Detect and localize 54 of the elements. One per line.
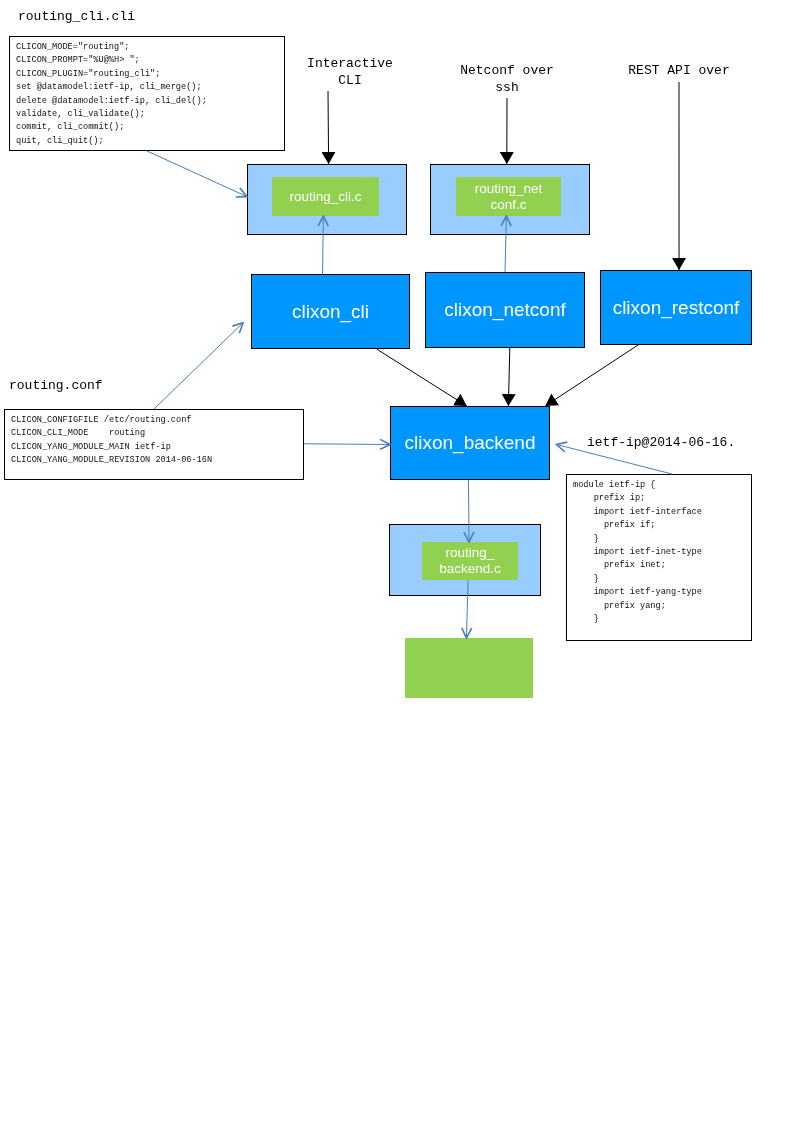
interface-label: REST API over (605, 62, 753, 82)
interface-label: Interactive CLI (295, 55, 405, 91)
code-line: } (592, 572, 599, 586)
code-line: quit, cli_quit(); (16, 134, 104, 148)
arrow (544, 344, 639, 407)
arrow (321, 90, 336, 165)
plugin-container-box (389, 524, 541, 596)
process-box: clixon_cli (251, 274, 410, 349)
code-line: prefix if; (602, 519, 656, 533)
arrow (555, 441, 673, 475)
arrow (501, 347, 516, 407)
code-line: set @datamodel:ietf-ip, cli_merge(); (16, 81, 202, 95)
process-box: clixon_backend (390, 406, 550, 480)
file-name-heading: routing_cli.cli (18, 10, 136, 24)
code-line: prefix yang; (602, 599, 666, 613)
arrow (153, 321, 244, 410)
arrow (460, 579, 473, 639)
code-line: prefix ip; (592, 492, 646, 506)
code-line: delete @datamodel:ietf-ip, cli_del(); (16, 94, 207, 108)
plugin-container-box (247, 164, 407, 235)
code-line: CLICON_CLI_MODE routing (11, 427, 146, 441)
code-line: CLICON_YANG_MODULE_REVISION 2014-06-16N (11, 454, 213, 468)
code-line: module ietf-ip { (573, 479, 656, 492)
arrow (146, 150, 248, 198)
plugin-file-box: routing_ backend.c (422, 542, 518, 580)
code-line: import ietf-yang-type (592, 586, 702, 600)
arrow (672, 81, 687, 271)
routing-daemon-box (405, 638, 533, 698)
code-line: CLICON_PLUGIN="routing_cli"; (16, 67, 161, 81)
code-line: prefix inet; (602, 559, 666, 573)
code-line: import ietf-inet-type (592, 546, 702, 560)
code-line: validate, cli_validate(); (16, 108, 145, 122)
process-box: clixon_netconf (425, 272, 585, 348)
code-line: commit, cli_commit(); (16, 121, 125, 135)
code-line: CLICON_PROMPT="%U@%H> "; (16, 54, 140, 68)
arrow (317, 215, 329, 275)
plugin-container-box (430, 164, 590, 235)
process-box: clixon_restconf (600, 270, 752, 345)
code-line: } (592, 613, 599, 627)
code-line: CLICON_CONFIGFILE /etc/routing.conf (11, 414, 192, 427)
code-line: import ietf-interface (592, 505, 702, 519)
arrow (376, 348, 468, 407)
plugin-file-box: routing_net conf.c (456, 177, 561, 216)
plugin-file-box: routing_cli.c (272, 177, 379, 216)
code-line: CLICON_MODE="routing"; (16, 41, 130, 54)
arrow (499, 97, 514, 165)
arrow (463, 479, 475, 543)
interface-label: Netconf over ssh (452, 62, 562, 98)
code-line: } (592, 532, 599, 546)
file-name-heading: ietf-ip@2014-06-16. (587, 436, 736, 450)
file-name-heading: routing.conf (9, 379, 103, 393)
arrow (303, 438, 391, 451)
arrow (500, 215, 512, 273)
code-line: CLICON_YANG_MODULE_MAIN ietf-ip (11, 440, 171, 454)
